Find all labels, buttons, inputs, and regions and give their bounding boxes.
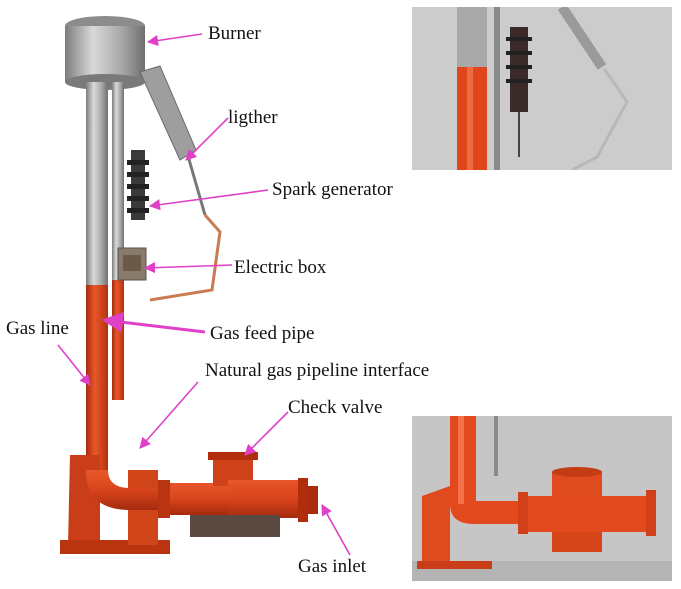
check-valve-body: [158, 452, 318, 537]
label-lighter: ligther: [228, 107, 278, 128]
arrow-gas-feed-pipe: [101, 311, 206, 334]
lighter-photo-drawing: [412, 7, 672, 170]
lighter-assembly: [139, 65, 222, 302]
arrow-burner: [146, 33, 203, 47]
label-electric-box: Electric box: [234, 257, 327, 278]
arrow-lighter: [185, 117, 229, 161]
arrow-gas-inlet: [321, 504, 351, 556]
arrow-pipeline-interface: [139, 381, 199, 449]
burner-drum: [65, 16, 145, 90]
gas-line-pipe: [86, 82, 108, 485]
spark-generator: [127, 150, 149, 220]
label-gas-inlet: Gas inlet: [298, 556, 367, 577]
electric-box: [117, 247, 147, 281]
secondary-pipe: [112, 82, 124, 400]
arrow-check-valve: [244, 411, 289, 456]
callout-arrows: [57, 33, 351, 556]
label-check-valve: Check valve: [288, 397, 383, 418]
label-pipeline-interface: Natural gas pipeline interface: [205, 360, 430, 381]
arrow-spark-generator: [148, 189, 269, 211]
valve-photo-drawing: [412, 416, 672, 581]
arrow-gas-line: [57, 344, 91, 386]
photo-inset-check-valve: [412, 416, 672, 581]
label-spark-generator: Spark generator: [272, 179, 393, 200]
label-gas-line: Gas line: [6, 318, 69, 339]
label-gas-feed-pipe: Gas feed pipe: [210, 323, 315, 344]
arrow-electric-box: [143, 262, 233, 274]
photo-inset-lighter: [412, 7, 672, 170]
label-burner: Burner: [208, 23, 261, 44]
